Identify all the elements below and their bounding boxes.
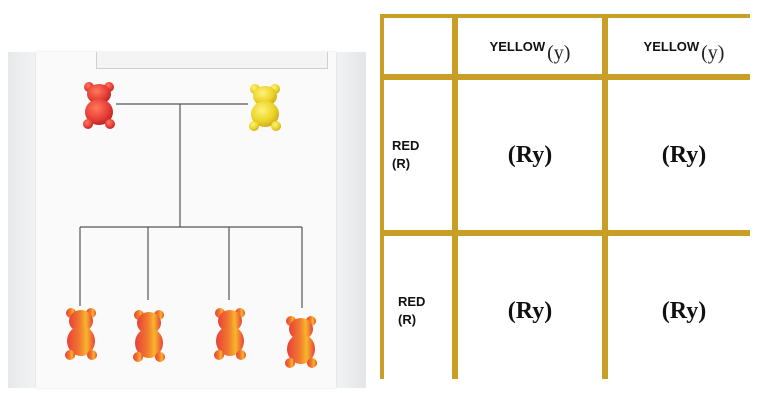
column-header-label: YELLOW — [489, 38, 546, 54]
corner-cell — [384, 18, 452, 74]
genotype-cell-2-2: (Ry) — [608, 236, 757, 386]
offspring-bear-1 — [65, 308, 97, 360]
row-header-allele: (R) — [392, 156, 411, 171]
genotype-cell-1-1: (Ry) — [458, 80, 602, 230]
offspring-bear-2 — [133, 310, 165, 362]
punnett-grid: YELLOW(y) YELLOW(y) RED (R) (Ry) (Ry) RE… — [380, 14, 757, 386]
red-gummy-bear — [83, 82, 115, 129]
column-header-2: YELLOW(y) — [608, 18, 757, 74]
column-header-1: YELLOW(y) — [458, 18, 602, 74]
offspring-bear-4 — [285, 316, 317, 368]
column-header-label: YELLOW — [643, 38, 700, 54]
row-header-1: RED (R) — [384, 80, 452, 230]
offspring-bear-3 — [214, 308, 246, 360]
row-header-label: RED — [392, 138, 420, 153]
punnett-square: YELLOW(y) YELLOW(y) RED (R) (Ry) (Ry) RE… — [380, 14, 757, 386]
column-header-allele: (y) — [701, 41, 725, 64]
yellow-gummy-bear — [249, 84, 281, 131]
row-header-label: RED — [398, 294, 426, 309]
row-header-2: RED (R) — [384, 236, 452, 386]
column-header-allele: (y) — [547, 41, 571, 64]
board-top-strip — [96, 52, 328, 69]
row-header-allele: (R) — [398, 312, 417, 327]
genotype-cell-1-2: (Ry) — [608, 80, 757, 230]
gummy-bear-photo — [8, 52, 366, 388]
pedigree-lines — [79, 103, 303, 308]
genotype-cell-2-1: (Ry) — [458, 236, 602, 386]
